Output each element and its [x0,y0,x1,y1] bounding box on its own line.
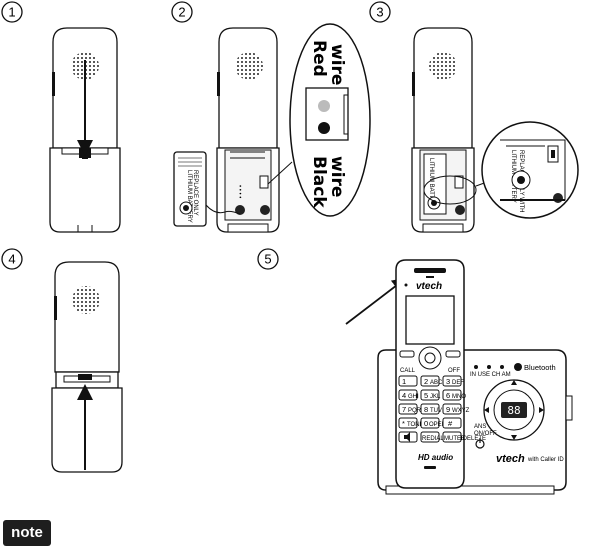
svg-text:ANS: ANS [474,424,486,430]
red-wire-socket [318,100,330,112]
svg-text:IN USE CH AM: IN USE CH AM [470,372,511,378]
step-3-panel: 3 LITHIUM BATT LITHIUM BATTERY REPLACE O… [370,2,578,232]
battery-zoom-callout: LITHIUM BATTERY REPLACE ONLY WITH [476,122,578,218]
note-badge: note [3,520,51,546]
svg-text:• • • •: • • • • [236,185,242,198]
handset-back-1 [50,28,120,232]
svg-text:WXYZ: WXYZ [452,408,470,414]
svg-text:5: 5 [424,391,428,400]
call-key-label: CALL [400,368,416,374]
svg-text:ABC: ABC [430,380,443,386]
svg-text:JKL: JKL [430,394,441,400]
black-wire-label-line2: wire [327,156,347,197]
red-wire-label-line1: Red [309,40,329,77]
speaker-grill [429,52,457,80]
step-3-number: 3 [376,5,383,20]
base-display: 88 [507,404,520,417]
step-4-panel: 4 [2,249,122,472]
handset-open-3: LITHIUM BATT [412,28,476,232]
svg-text:4: 4 [402,391,406,400]
svg-text:MNO: MNO [452,394,466,400]
svg-text:6: 6 [446,391,450,400]
handset-screen [406,296,454,344]
svg-text:LITHIUM BATTERY: LITHIUM BATTERY [186,170,192,223]
svg-text:7: 7 [402,405,406,414]
speaker-grill [72,286,100,314]
step-2-number: 2 [178,5,185,20]
svg-text:REPLACE ONLY: REPLACE ONLY [192,170,198,216]
svg-text:DEF: DEF [452,380,464,386]
red-wire-label-line2: wire [327,44,347,85]
svg-text:2: 2 [424,377,428,386]
charge-indicator-light [405,284,408,287]
svg-text:MUTE DELETE: MUTE DELETE [444,436,486,442]
handset-back-4 [52,262,122,472]
speaker-grill [235,52,263,80]
pointer-arrow [346,282,401,324]
svg-text:0: 0 [424,419,428,428]
hd-audio-label: HD audio [418,453,453,462]
svg-text:8: 8 [424,405,428,414]
svg-text:9: 9 [446,405,450,414]
svg-text:*: * [402,419,405,428]
connector-callout: Red wire Black wire [268,24,370,216]
svg-text:3: 3 [446,377,450,386]
off-key-label: OFF [448,368,460,374]
svg-text:1: 1 [402,377,406,386]
svg-text:LITHIUM BATT: LITHIUM BATT [428,158,434,199]
handset-open-2: • • • • [217,28,279,232]
base-subtitle: with Caller ID [527,457,564,463]
step-5-number: 5 [264,252,271,267]
key-1: 1 [399,376,417,386]
handset-brand: vtech [416,281,442,292]
step-2-panel: 2 • • • • LITHIUM BATTERY REPLACE ONLY [172,2,370,232]
key-hash: # [443,418,461,428]
black-wire-label-line1: Black [309,156,329,208]
key-speaker [399,432,417,442]
step-1-panel: 1 [2,2,120,232]
svg-text:TUV: TUV [430,408,442,414]
bluetooth-label: Bluetooth [524,363,556,372]
black-wire-socket [318,122,330,134]
step-1-number: 1 [8,5,15,20]
base-brand: vtech [496,453,525,465]
step-5-panel: 5 IN USE CH AM Bluetooth 88 ANS ON/OFF [258,249,572,494]
step-4-number: 4 [8,252,15,267]
svg-text:GHI: GHI [408,394,419,400]
